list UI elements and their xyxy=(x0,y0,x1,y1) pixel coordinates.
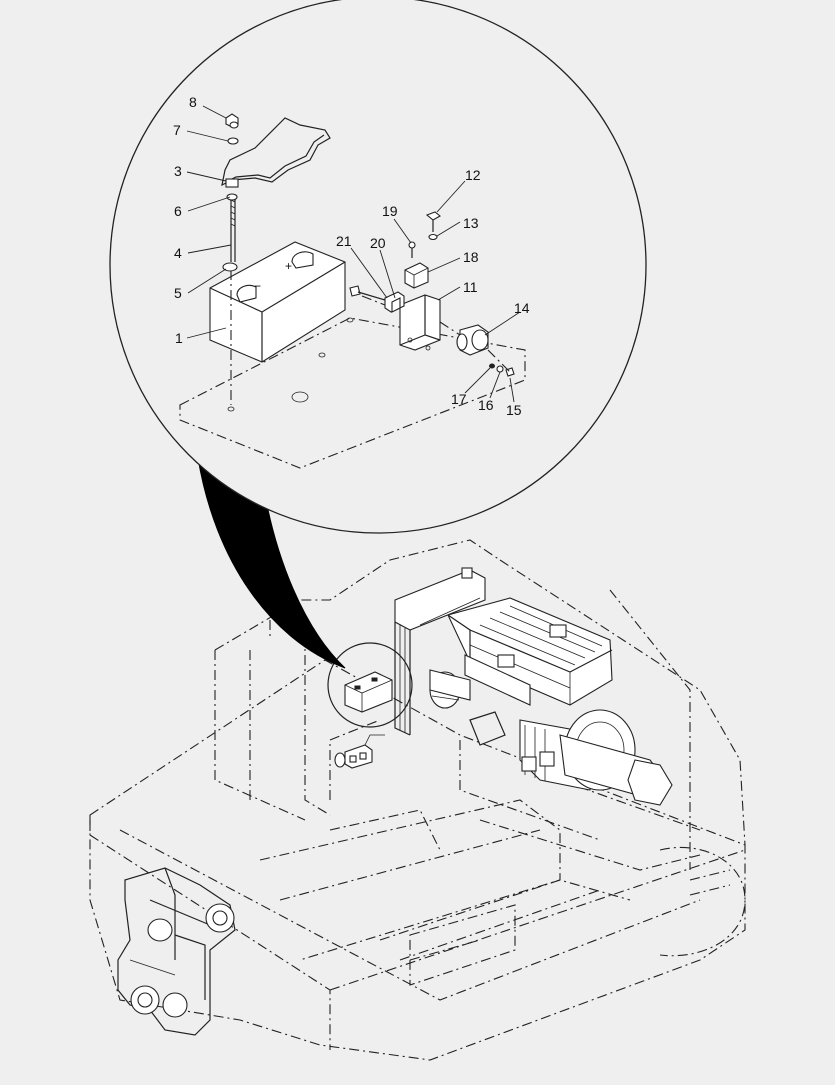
callout-3: 3 xyxy=(174,163,182,179)
detail-callout-pointer xyxy=(197,457,346,669)
battery-clamp xyxy=(221,117,331,187)
battery-plus-symbol: + xyxy=(285,259,292,273)
callout-5: 5 xyxy=(174,285,182,301)
disconnect-switch-assembly xyxy=(349,211,515,377)
washer xyxy=(227,137,239,145)
battery-detail-view: + − xyxy=(109,0,647,534)
callout-11: 11 xyxy=(463,279,478,295)
callout-7: 7 xyxy=(173,122,181,138)
callout-8: 8 xyxy=(189,94,197,110)
callout-20: 20 xyxy=(370,235,386,251)
callout-4: 4 xyxy=(174,245,182,261)
callout-labels: 8 7 3 6 4 5 1 21 20 19 12 13 18 11 14 17… xyxy=(173,94,530,418)
callout-1: 1 xyxy=(175,330,183,346)
callout-17: 17 xyxy=(451,391,467,407)
machine-chassis xyxy=(89,539,746,1061)
leader-lines xyxy=(186,105,521,403)
callout-16: 16 xyxy=(478,397,494,413)
callout-13: 13 xyxy=(463,215,479,231)
callout-12: 12 xyxy=(465,167,481,183)
detail-circle xyxy=(109,0,647,534)
callout-21: 21 xyxy=(336,233,352,249)
callout-6: 6 xyxy=(174,203,182,219)
callout-18: 18 xyxy=(463,249,479,265)
callout-15: 15 xyxy=(506,402,522,418)
washer-nut xyxy=(222,262,238,272)
battery: + − xyxy=(209,241,346,363)
callout-19: 19 xyxy=(382,203,398,219)
callout-14: 14 xyxy=(514,300,530,316)
battery-minus-symbol: − xyxy=(254,279,261,293)
battery-location-circle xyxy=(327,642,413,728)
